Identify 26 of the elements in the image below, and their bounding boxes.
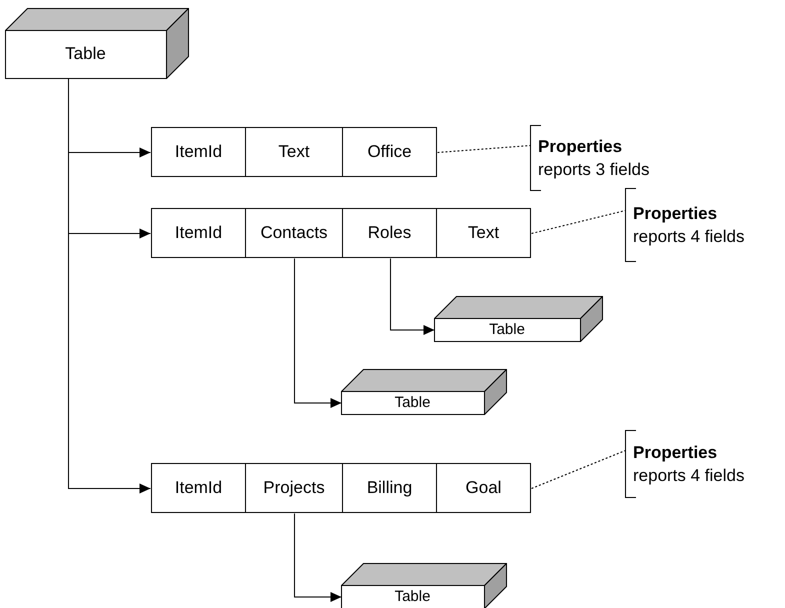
note-heading: Properties bbox=[633, 443, 718, 463]
arrow bbox=[390, 258, 435, 335]
field-cell: Roles bbox=[342, 208, 437, 258]
note-text: reports 4 fields bbox=[633, 466, 744, 486]
arrow bbox=[294, 513, 342, 602]
leader-line bbox=[437, 145, 531, 153]
field-cell: Billing bbox=[342, 463, 437, 513]
field-cell: ItemId bbox=[151, 127, 246, 177]
note-text: reports 4 fields bbox=[633, 227, 744, 247]
note-heading: Properties bbox=[538, 137, 622, 157]
leader-line bbox=[531, 210, 626, 234]
node-label: Table bbox=[394, 588, 430, 604]
field-cell: ItemId bbox=[151, 208, 246, 258]
field-cell: Contacts bbox=[245, 208, 343, 258]
field-cell: Text bbox=[245, 127, 343, 177]
field-cell: ItemId bbox=[151, 463, 246, 513]
field-cell: Projects bbox=[245, 463, 343, 513]
note-text: reports 3 fields bbox=[538, 160, 650, 180]
node-label: Table bbox=[394, 394, 430, 410]
field-cell: Text bbox=[436, 208, 531, 258]
field-cell: Office bbox=[342, 127, 437, 177]
leader-line bbox=[531, 450, 626, 489]
field-cell: Goal bbox=[436, 463, 531, 513]
arrow bbox=[294, 258, 342, 408]
note-heading: Properties bbox=[633, 204, 718, 224]
node-label: Table bbox=[489, 320, 525, 338]
